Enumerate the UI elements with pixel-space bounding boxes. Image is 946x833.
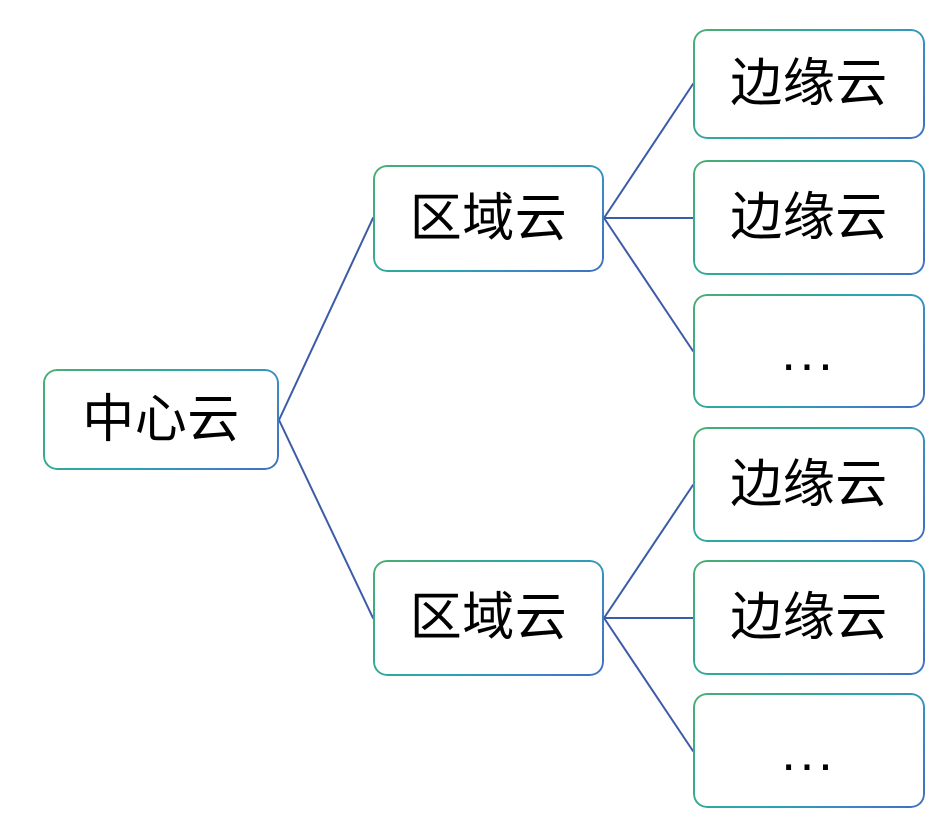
node-region-cloud-1[interactable]: 区域云 — [373, 165, 604, 272]
node-label-region-cloud-2: 区域云 — [409, 589, 568, 647]
node-label-edge-cloud-1: 边缘云 — [730, 55, 888, 113]
node-edge-cloud-3[interactable]: ... — [693, 294, 925, 408]
connector-center-cloud-to-region-cloud-1 — [278, 217, 374, 421]
connector-center-cloud-to-region-cloud-2 — [278, 419, 374, 619]
node-edge-cloud-4[interactable]: 边缘云 — [693, 427, 925, 542]
connector-region-cloud-2-to-edge-cloud-6 — [603, 617, 694, 752]
node-edge-cloud-1[interactable]: 边缘云 — [693, 29, 925, 139]
node-label-edge-cloud-3: ... — [781, 324, 837, 382]
connector-region-cloud-1-to-edge-cloud-3 — [603, 217, 694, 352]
node-label-edge-cloud-6: ... — [781, 723, 837, 782]
node-label-edge-cloud-4: 边缘云 — [730, 455, 888, 514]
node-edge-cloud-6[interactable]: ... — [693, 693, 925, 808]
node-label-edge-cloud-2: 边缘云 — [730, 188, 888, 247]
node-label-center-cloud: 中心云 — [82, 390, 240, 449]
node-label-region-cloud-1: 区域云 — [409, 189, 568, 248]
node-center-cloud[interactable]: 中心云 — [43, 369, 279, 470]
node-edge-cloud-5[interactable]: 边缘云 — [693, 560, 925, 675]
node-edge-cloud-2[interactable]: 边缘云 — [693, 160, 925, 275]
connector-region-cloud-1-to-edge-cloud-1 — [603, 83, 694, 219]
connector-region-cloud-2-to-edge-cloud-4 — [603, 484, 694, 619]
node-label-edge-cloud-5: 边缘云 — [730, 588, 888, 647]
node-region-cloud-2[interactable]: 区域云 — [373, 560, 604, 676]
